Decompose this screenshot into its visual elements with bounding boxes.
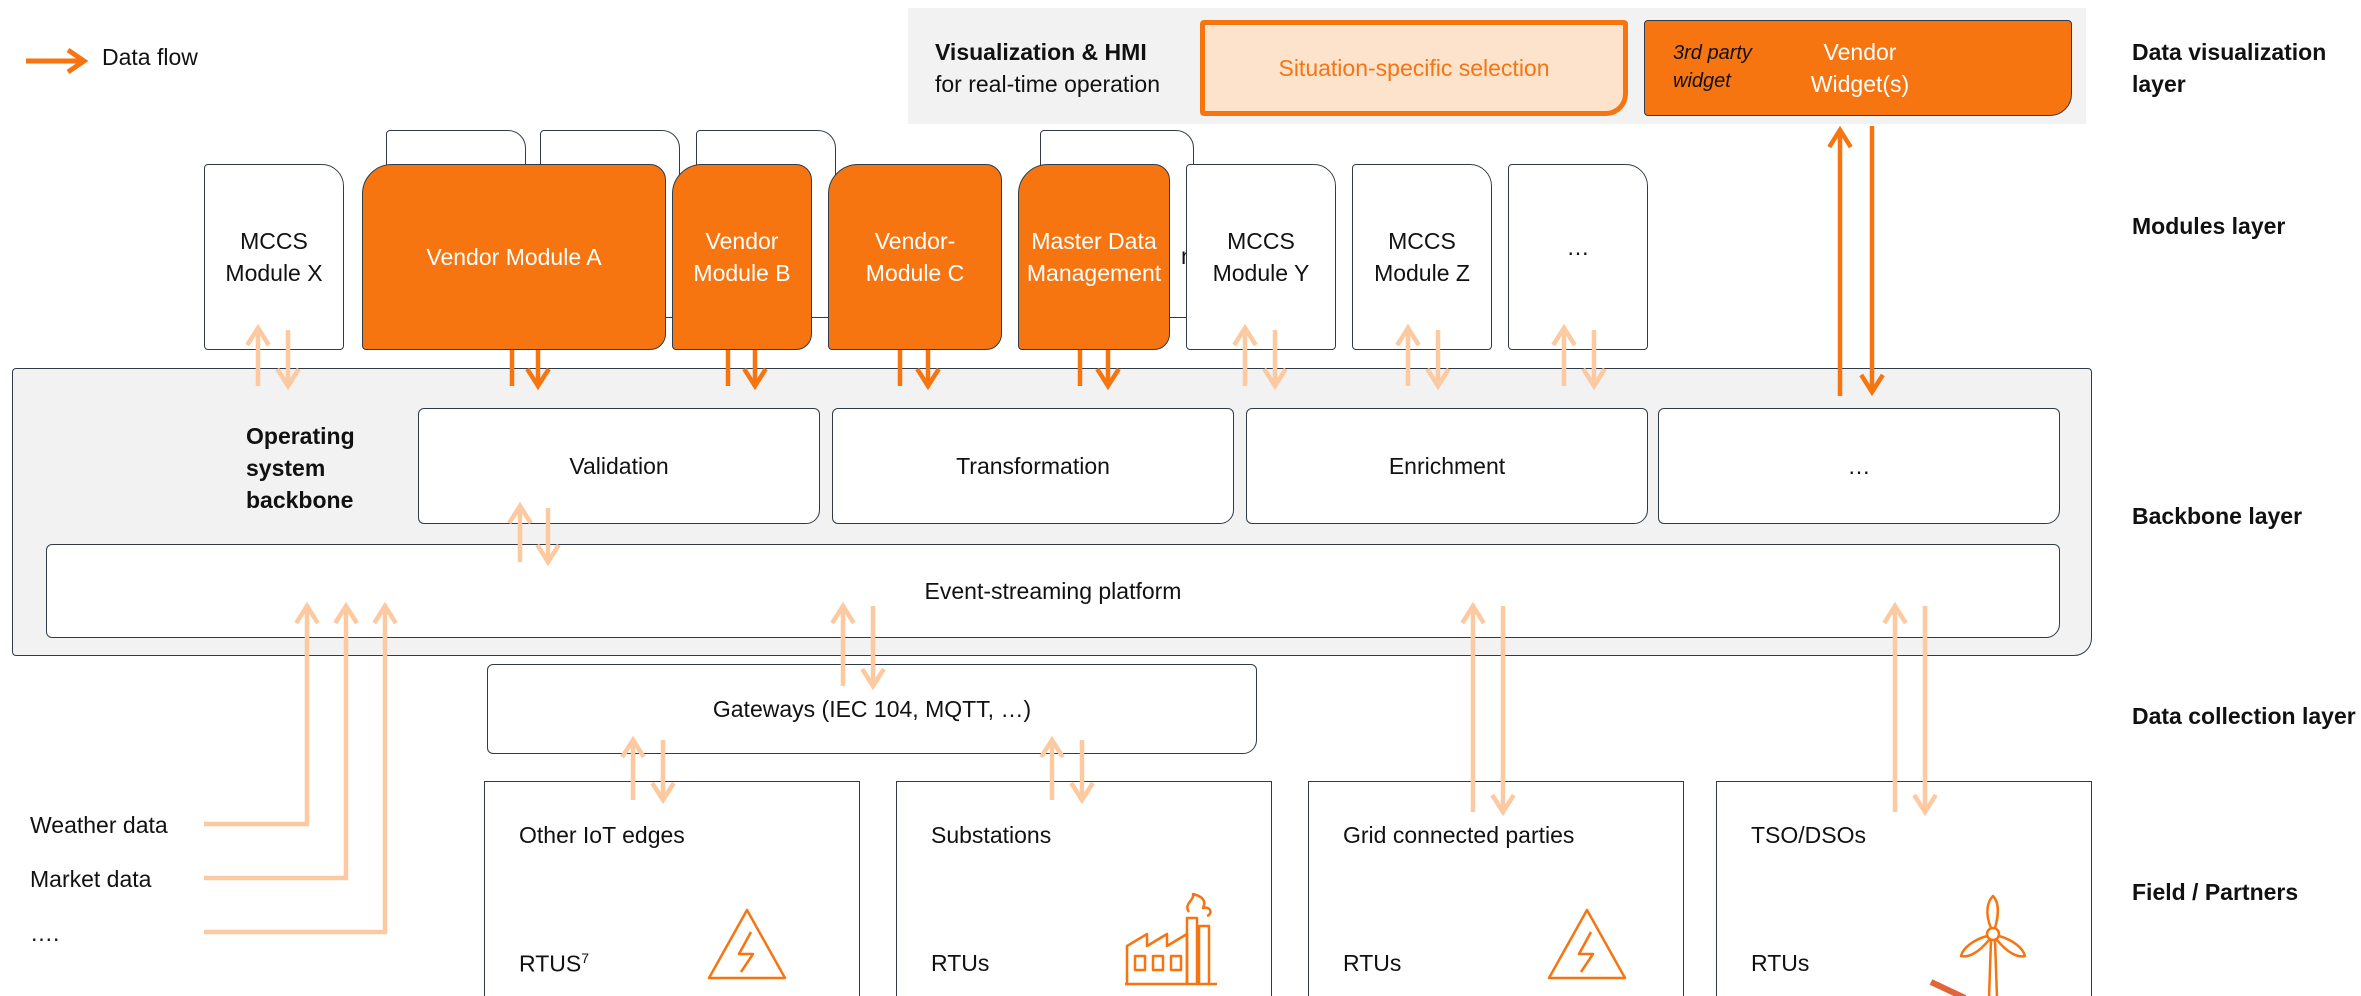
field-tso-dsos[interactable]: TSO/DSOs RTUs (1716, 781, 2092, 996)
layer-label-field: Field / Partners (2132, 879, 2299, 905)
data-flow-legend-icon (26, 47, 89, 75)
external-weather-data: Weather data (30, 812, 168, 838)
backbone-title: Operating system backbone (246, 423, 355, 513)
warning-bolt-icon (707, 908, 787, 980)
field-title: TSO/DSOs (1751, 822, 1867, 848)
situation-specific-selection-box[interactable]: Situation-specific selection (1200, 20, 1628, 116)
field-title: Grid connected parties (1343, 822, 1575, 848)
module-master-data-management[interactable]: Master Data Management (1018, 164, 1170, 350)
service-enrichment[interactable]: Enrichment (1246, 408, 1648, 524)
field-title: Substations (931, 822, 1052, 848)
field-grid-connected-parties[interactable]: Grid connected parties RTUs (1308, 781, 1684, 996)
field-other-iot-edges[interactable]: Other IoT edges RTUS7 (484, 781, 860, 996)
factory-icon (1125, 892, 1217, 986)
module-more[interactable]: … (1508, 164, 1648, 350)
vendor-widget-box[interactable]: 3rd party widget Vendor Widget(s) (1644, 20, 2072, 116)
wind-turbine-icon (1959, 894, 2027, 996)
service-validation[interactable]: Validation (418, 408, 820, 524)
service-more[interactable]: … (1658, 408, 2060, 524)
field-rtu-label: RTUs (1751, 950, 1810, 976)
module-mccs-y[interactable]: MCCS Module Y (1186, 164, 1336, 350)
module-vendor-b[interactable]: Vendor Module B (672, 164, 812, 350)
module-mccs-z[interactable]: MCCS Module Z (1352, 164, 1492, 350)
layer-label-modules: Modules layer (2132, 213, 2286, 239)
vendor-widgets-label: Vendor Widget(s) (1810, 39, 1910, 97)
external-more-data: …. (30, 920, 60, 946)
warning-bolt-icon (1547, 908, 1627, 980)
field-rtu-label: RTUS7 (519, 950, 589, 977)
module-vendor-a[interactable]: Vendor Module A (362, 164, 666, 350)
module-vendor-c[interactable]: Vendor-Module C (828, 164, 1002, 350)
legend-label: Data flow (102, 44, 198, 70)
layer-label-backbone: Backbone layer (2132, 503, 2303, 529)
field-rtu-label: RTUs (1343, 950, 1402, 976)
layer-label-collection: Data collection layer (2132, 703, 2356, 729)
layer-label-visualization: Data visualization layer (2132, 39, 2327, 97)
corner-arrow-fragment-icon (1929, 979, 1967, 996)
visualization-heading: Visualization & HMI for real-time operat… (935, 36, 1195, 100)
module-mccs-x[interactable]: MCCS Module X (204, 164, 344, 350)
field-title: Other IoT edges (519, 822, 685, 848)
third-party-widget-label: 3rd party widget (1673, 42, 1752, 92)
service-transformation[interactable]: Transformation (832, 408, 1234, 524)
field-rtu-label: RTUs (931, 950, 990, 976)
visualization-title: Visualization & HMI (935, 39, 1147, 65)
external-market-data: Market data (30, 866, 152, 892)
visualization-subtitle: for real-time operation (935, 71, 1160, 97)
